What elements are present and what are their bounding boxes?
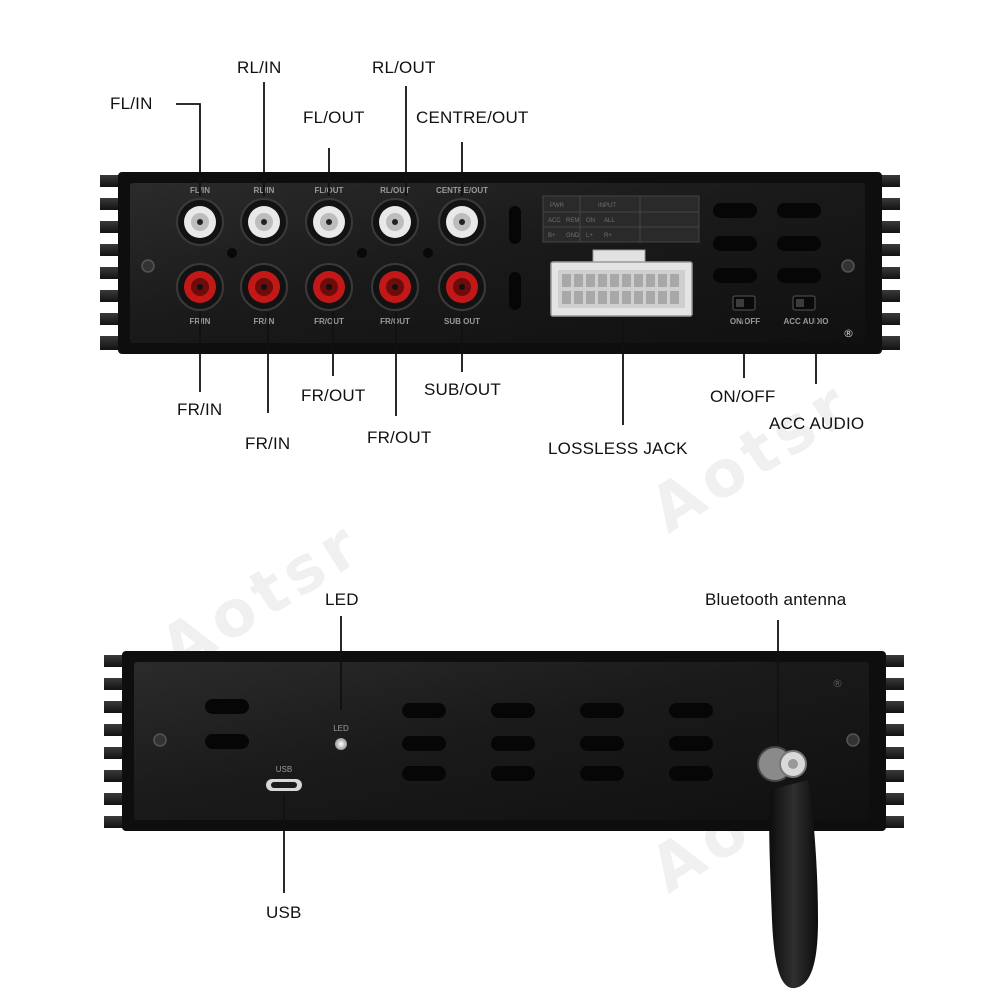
screw-icon	[141, 259, 155, 273]
sticker-cell: ON	[586, 218, 595, 224]
rca-jack-fl-out	[305, 198, 353, 246]
callout-fl-in: FL/IN	[110, 94, 153, 113]
callout-centre-out: CENTRE/OUT	[416, 108, 529, 127]
sticker-cell: ACC	[548, 218, 561, 224]
callout-sub-out: SUB/OUT	[424, 380, 501, 399]
rca-jack-rl-out	[371, 198, 419, 246]
vent-grille-rear-left	[205, 699, 249, 749]
sticker-cell: GND	[566, 233, 580, 239]
callout-fl-out: FL/OUT	[303, 108, 365, 127]
sticker-cell: B+	[548, 233, 556, 239]
callout-fr-out-2: FR/OUT	[367, 428, 432, 447]
callout-lossless-jack: LOSSLESS JACK	[548, 439, 688, 458]
on-off-switch	[732, 295, 756, 311]
vent-slot	[509, 272, 521, 310]
silk-label-fr-out-1: FR/OUT	[314, 317, 344, 326]
silk-label-led: LED	[333, 724, 349, 733]
screw-icon	[841, 259, 855, 273]
registered-mark: ®	[832, 677, 843, 690]
callout-acc-audio: ACC AUDIO	[769, 414, 865, 433]
callout-fr-out-1: FR/OUT	[301, 386, 366, 405]
lossless-jack-connector	[550, 249, 693, 317]
rca-jack-fr-in-1	[176, 263, 224, 311]
leader-lines-front	[176, 82, 817, 425]
callout-rl-in: RL/IN	[237, 58, 282, 77]
antenna-connector	[757, 746, 807, 782]
rca-jack-row-top	[176, 198, 486, 246]
rca-jack-row-bottom	[176, 263, 486, 311]
acc-audio-switch	[792, 295, 816, 311]
rca-jack-rl-in	[240, 198, 288, 246]
silk-label-on-off: ON/OFF	[730, 317, 760, 326]
front-unit: FL/IN RL/IN FL/OUT RL/OUT CENTRE/OUT FR/…	[100, 82, 900, 425]
rca-jack-fr-in-2	[240, 263, 288, 311]
rca-jack-sub-out	[438, 263, 486, 311]
sticker-cell: R+	[604, 233, 612, 239]
silk-label-usb: USB	[276, 765, 292, 774]
sticker-cell: REM	[566, 218, 579, 224]
vent-slot	[509, 206, 521, 244]
sticker-title-input: INPUT	[598, 203, 616, 209]
sticker-cell: L+	[586, 233, 593, 239]
callout-led: LED	[325, 590, 359, 609]
sticker-title-pwr: PWR	[550, 203, 565, 209]
callout-usb: USB	[266, 903, 302, 922]
rca-jack-fr-out-2	[371, 263, 419, 311]
spec-sticker: PWR INPUT ACC REM ON ALL B+ GND L+ R+	[542, 195, 700, 243]
usb-port	[266, 779, 302, 791]
callout-bluetooth-antenna: Bluetooth antenna	[705, 590, 847, 609]
rca-jack-fl-in	[176, 198, 224, 246]
rca-jack-centre-out	[438, 198, 486, 246]
screw-icon	[846, 733, 860, 747]
silk-label-fr-in-2: FR/IN	[254, 317, 275, 326]
rca-jack-fr-out-1	[305, 263, 353, 311]
screw-icon	[153, 733, 167, 747]
silk-label-fr-out-2: FR/OUT	[380, 317, 410, 326]
sticker-cell: ALL	[604, 218, 615, 224]
registered-mark: ®	[843, 327, 854, 340]
led-indicator	[335, 738, 347, 750]
callout-fr-in-2: FR/IN	[245, 434, 291, 453]
rear-unit: LED USB	[104, 616, 904, 989]
vent-grille-rear-center	[402, 703, 713, 781]
callout-on-off: ON/OFF	[710, 387, 776, 406]
silk-label-rl-out: RL/OUT	[380, 186, 410, 195]
leader-lines-rear	[283, 616, 779, 893]
silk-label-acc-audio: ACC AUDIO	[783, 317, 828, 326]
callout-rl-out: RL/OUT	[372, 58, 436, 77]
vent-grille-front	[713, 203, 821, 283]
callout-fr-in-1: FR/IN	[177, 400, 223, 419]
bluetooth-antenna	[769, 780, 818, 989]
